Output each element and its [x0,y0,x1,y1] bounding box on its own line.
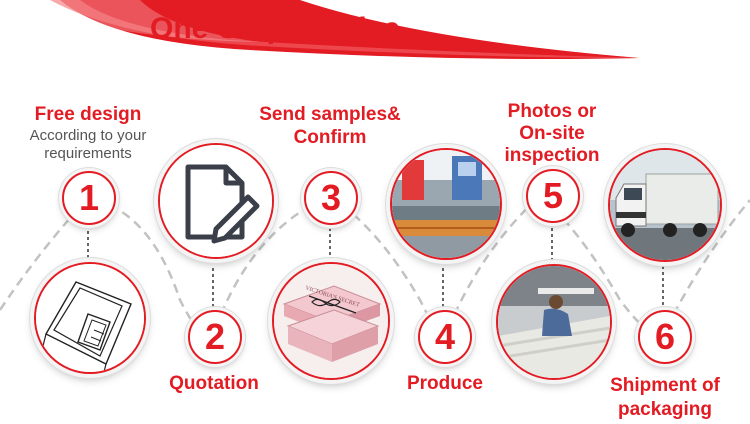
step-4-number: 4 [418,310,472,364]
shipment-truck-image [608,148,722,262]
page-title: One-Stop Service [150,12,401,45]
step-5-number: 5 [526,169,580,223]
header-swoosh [0,0,640,59]
step-1-number: 1 [62,171,116,225]
step-1-sublabel-line2: requirements [44,145,132,162]
production-line-icon [392,150,500,258]
box-sketch-icon [36,264,144,372]
factory-image [390,148,502,260]
design-drawing-image [34,262,146,374]
process-path [0,194,750,340]
document-edit-icon [160,145,272,257]
step-2-label: Quotation [169,373,259,394]
step-6-label-line1: Shipment of [610,375,720,396]
header-swoosh-white [0,0,260,42]
gift-box-icon: VICTORIA'S SECRET [274,264,388,378]
step-2-number: 2 [188,310,242,364]
step-1-sublabel-line1: According to your [29,127,147,144]
step-3-number: 3 [304,171,358,225]
inspection-image [496,264,612,380]
inspection-photo-icon [498,266,610,378]
step-5-label-line3: inspection [504,145,600,166]
step-3-label-line1: Send samples& [259,104,401,125]
step-6-number: 6 [638,310,692,364]
header-swoosh-light [50,0,640,58]
step-6-label-line2: packaging [618,399,712,420]
quotation-document-image [158,143,274,259]
step-1-label: Free design [34,104,142,125]
truck-icon [610,150,720,260]
step-5-label-line1: Photos or [507,101,597,122]
step-3-label-line2: Confirm [293,127,367,148]
sample-box-image: VICTORIA'S SECRET [272,262,390,380]
step-5-label-line2: On-site [519,123,585,144]
step-4-label: Produce [406,373,484,394]
